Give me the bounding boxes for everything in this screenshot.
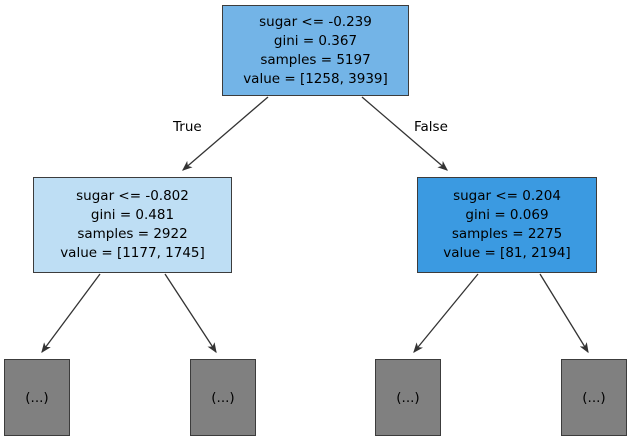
tree-leaf-4[interactable]: (...) — [561, 359, 627, 436]
left-child-samples: samples = 2922 — [77, 226, 188, 242]
tree-leaf-2-label: (...) — [211, 389, 235, 406]
tree-leaf-4-label: (...) — [582, 389, 606, 406]
tree-node-left-child[interactable]: sugar <= -0.802 gini = 0.481 samples = 2… — [33, 177, 232, 273]
edge-right-to-leaf4 — [539, 273, 589, 354]
edge-label-true: True — [173, 119, 202, 135]
edge-left-to-leaf2 — [164, 273, 217, 354]
tree-leaf-2[interactable]: (...) — [190, 359, 256, 436]
root-samples: samples = 5197 — [260, 51, 371, 68]
right-child-condition: sugar <= 0.204 — [453, 188, 561, 204]
tree-leaf-1[interactable]: (...) — [4, 359, 70, 436]
tree-leaf-3[interactable]: (...) — [375, 359, 441, 436]
tree-node-root[interactable]: sugar <= -0.239 gini = 0.367 samples = 5… — [222, 5, 409, 96]
left-child-gini: gini = 0.481 — [90, 207, 175, 223]
root-value: value = [1258, 3939] — [243, 70, 388, 87]
edge-root-to-left — [182, 96, 269, 171]
edge-label-false: False — [414, 119, 448, 135]
root-gini: gini = 0.367 — [273, 32, 358, 49]
tree-leaf-3-label: (...) — [396, 389, 420, 406]
edge-right-to-leaf3 — [413, 273, 479, 354]
right-child-value: value = [81, 2194] — [443, 245, 571, 261]
left-child-value: value = [1177, 1745] — [60, 245, 205, 261]
left-child-condition: sugar <= -0.802 — [76, 188, 189, 204]
root-condition: sugar <= -0.239 — [259, 13, 372, 30]
edge-root-to-right — [361, 96, 448, 171]
tree-leaf-1-label: (...) — [25, 389, 49, 406]
right-child-gini: gini = 0.069 — [465, 207, 549, 223]
tree-node-right-child[interactable]: sugar <= 0.204 gini = 0.069 samples = 22… — [417, 177, 597, 273]
edge-left-to-leaf1 — [41, 273, 101, 354]
right-child-samples: samples = 2275 — [451, 226, 563, 242]
